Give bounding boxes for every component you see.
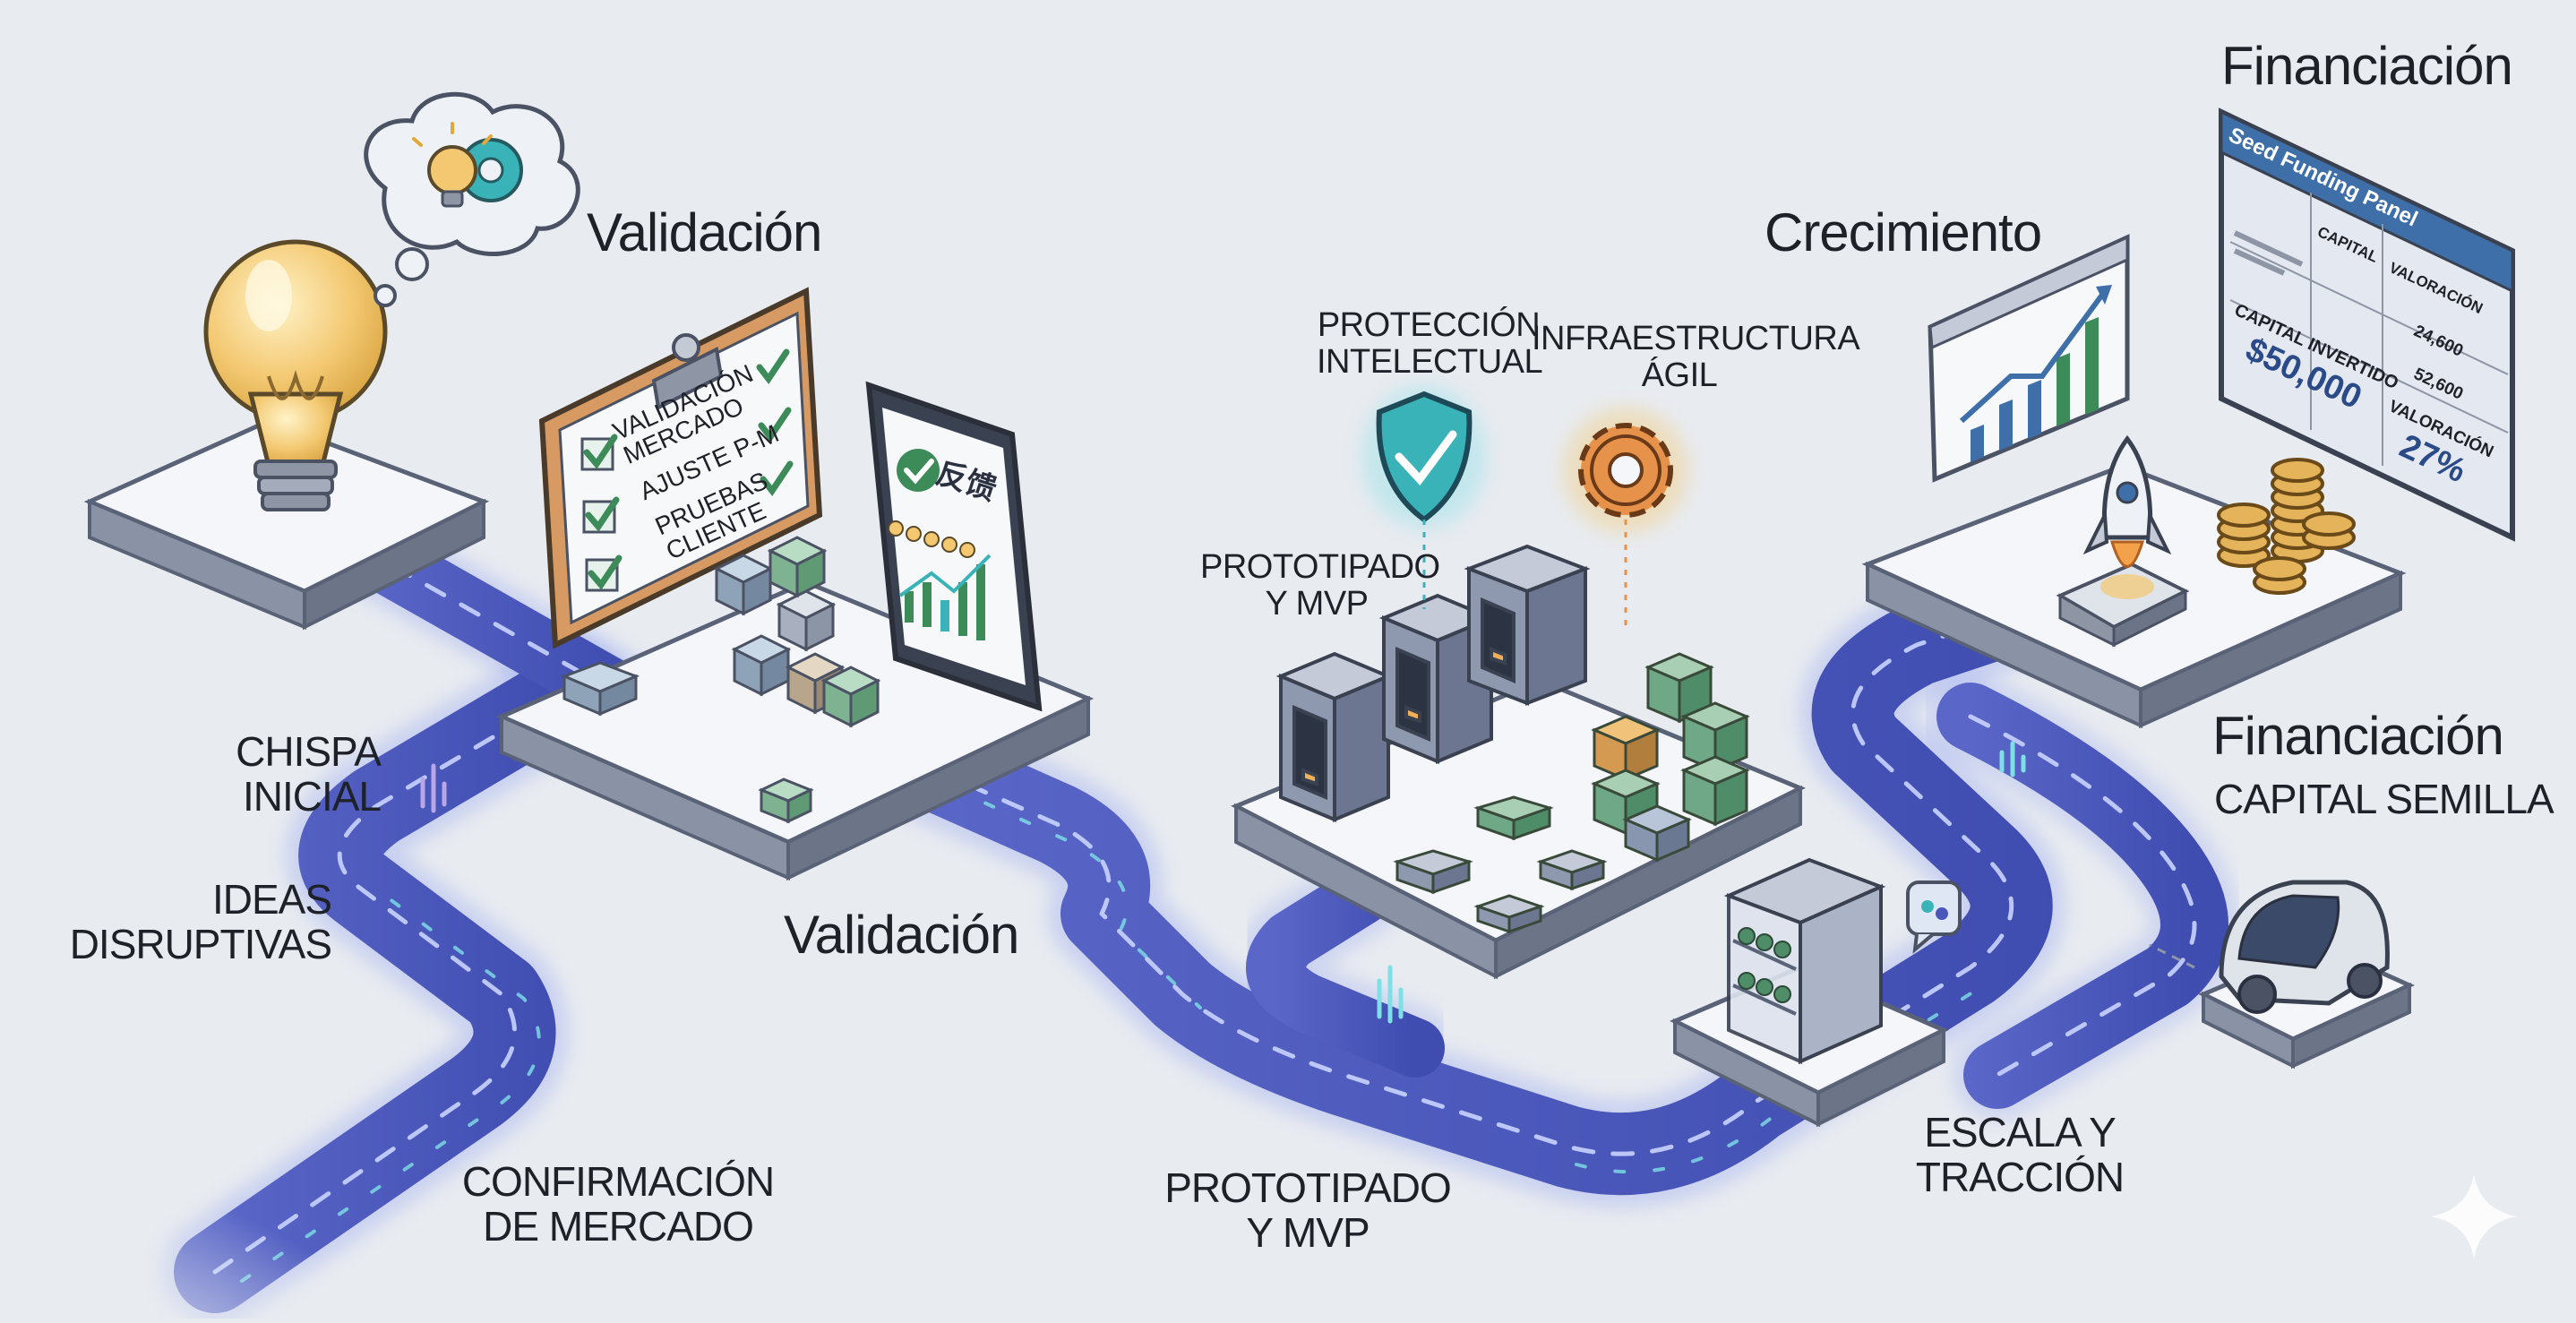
label-escala-traccion: ESCALA Y TRACCIÓN [1890, 1109, 2150, 1200]
label-chispa-line1: CHISPA [236, 728, 382, 775]
label-proteccion-line1: PROTECCIÓN [1317, 306, 1541, 344]
label-infra-line1: INFRAESTRUCTURA [1532, 320, 1860, 357]
label-ideas-line2: DISRUPTIVAS [69, 920, 332, 967]
label-ideas-disruptivas: IDEAS DISRUPTIVAS [54, 876, 332, 967]
vertical-farm-rack [1723, 857, 1886, 1065]
label-escala-line1: ESCALA Y [1924, 1109, 2117, 1155]
coins-icon [2217, 458, 2356, 595]
chart-icon [1928, 234, 2130, 483]
label-escala-line2: TRACCIÓN [1915, 1153, 2125, 1200]
block-tower [1393, 652, 1750, 934]
thought-bubble [364, 91, 580, 307]
rocket-icon [2056, 434, 2190, 648]
label-prototipado-bottom: PROTOTIPADO Y MVP [1155, 1164, 1460, 1256]
tablet [865, 381, 1043, 712]
label-confirmacion-mercado: CONFIRMACIÓN DE MERCADO [448, 1158, 788, 1250]
lightbulb-icon [412, 122, 493, 208]
label-prototipado-bottom-line2: Y MVP [1246, 1208, 1370, 1256]
printer-icon [1275, 544, 1591, 822]
label-prototipado-bottom-line1: PROTOTIPADO [1164, 1164, 1452, 1211]
label-confirmacion-line2: DE MERCADO [483, 1202, 754, 1250]
road-fade [0, 985, 627, 1319]
sparkle-icon [2431, 1173, 2517, 1259]
label-validacion-top: Validación [587, 202, 822, 262]
funding-panel [2219, 107, 2515, 542]
label-proteccion-intelectual: PROTECCIÓN INTELECTUAL [1317, 306, 1543, 382]
label-financiacion-top: Financiación [2221, 36, 2513, 96]
label-infraestructura-agil: INFRAESTRUCTURA ÁGIL [1532, 320, 1860, 395]
label-prototipado-top-line2: Y MVP [1265, 585, 1369, 623]
label-chispa-inicial: CHISPA INICIAL [210, 728, 382, 820]
cube-stack [560, 536, 881, 824]
label-chispa-line2: INICIAL [242, 772, 382, 820]
label-validacion-bottom: Validación [784, 905, 1019, 965]
signal-bars [420, 741, 2026, 1024]
label-prototipado-top: PROTOTIPADO Y MVP [1200, 548, 1440, 623]
clipboard [538, 287, 823, 649]
label-confirmacion-line1: CONFIRMACIÓN [461, 1158, 775, 1205]
label-infra-line2: ÁGIL [1641, 357, 1718, 395]
shield-check-icon [1361, 385, 1487, 609]
label-prototipado-top-line1: PROTOTIPADO [1200, 548, 1440, 586]
check-icon [580, 348, 794, 592]
chat-bubble-icon [1906, 881, 1962, 954]
label-financiacion-right: Financiación [2212, 706, 2504, 766]
label-capital-semilla: CAPITAL SEMILLA [2214, 776, 2555, 822]
label-ideas-line1: IDEAS [211, 876, 332, 923]
label-proteccion-line2: INTELECTUAL [1317, 343, 1543, 382]
gear-icon [1563, 408, 1688, 627]
lightbulb-icon [203, 239, 388, 511]
car-icon [2149, 880, 2416, 1070]
label-crecimiento: Crecimiento [1765, 202, 2042, 262]
star-rating [888, 520, 975, 558]
chart-icon [898, 554, 992, 640]
